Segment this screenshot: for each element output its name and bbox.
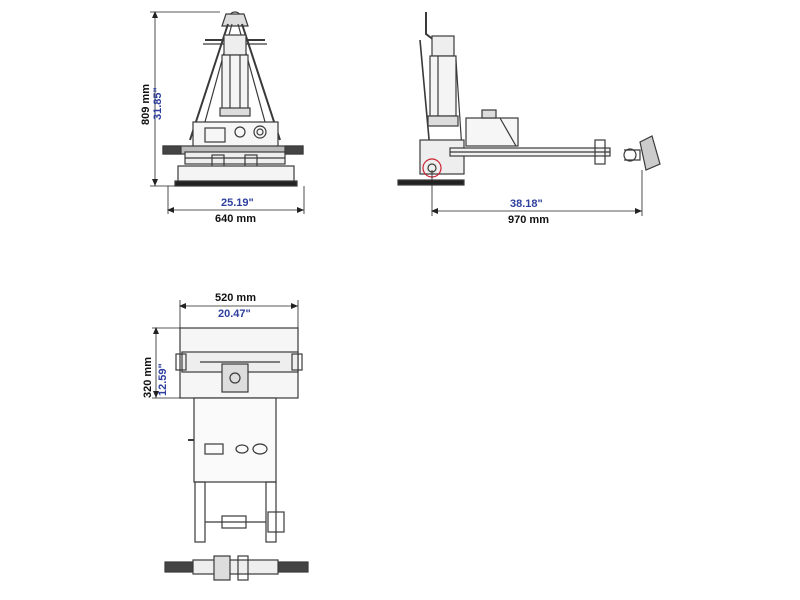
- side-view-machine: [397, 12, 661, 186]
- top-view-dimensions: [152, 300, 299, 399]
- top-view-machine: [164, 327, 309, 581]
- top-depth-mm-label: 320 mm: [142, 357, 154, 398]
- side-view-dimensions: [431, 170, 643, 216]
- top-depth-in-label: 12.59": [157, 363, 169, 396]
- top-width-in-label: 20.47": [218, 308, 251, 320]
- side-length-mm-label: 970 mm: [508, 214, 549, 226]
- front-width-mm-label: 640 mm: [215, 213, 256, 225]
- front-height-in-label: 31.85": [152, 87, 164, 120]
- front-height-mm-label: 809 mm: [140, 84, 152, 125]
- front-view-machine: [162, 11, 304, 187]
- front-width-in-label: 25.19": [221, 197, 254, 209]
- front-view-dimensions: [150, 11, 305, 214]
- top-width-mm-label: 520 mm: [215, 292, 256, 304]
- side-length-in-label: 38.18": [510, 198, 543, 210]
